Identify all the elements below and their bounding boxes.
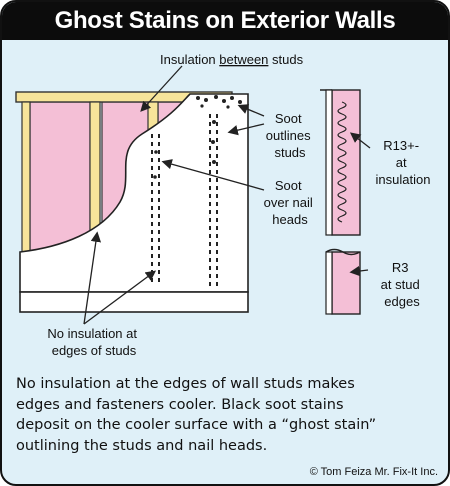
section-wavy-top <box>325 248 361 256</box>
caption-line: outlining the studs and nail heads. <box>16 437 268 454</box>
page-title: Ghost Stains on Exterior Walls <box>2 2 448 40</box>
section-sheathing-bottom <box>325 251 333 315</box>
copyright-credit: © Tom Feiza Mr. Fix-It Inc. <box>309 466 438 478</box>
caption-line: deposit on the cooler surface with a “gh… <box>16 417 377 433</box>
stud-1 <box>21 101 31 253</box>
section-stud-edge <box>331 251 361 315</box>
label-soot-nails: Soot over nail heads <box>264 178 317 227</box>
caption-line: No insulation at the edges of wall studs… <box>16 376 355 392</box>
caption-line: edges and fasteners cooler. Black soot s… <box>16 396 344 413</box>
caption: No insulation at the edges of wall studs… <box>16 374 436 456</box>
soot-stud-outline-left <box>151 134 160 286</box>
callout-arrows <box>83 65 371 325</box>
insulation-batt-1 <box>29 101 91 253</box>
nail-head-soot-spots <box>153 95 242 179</box>
label-r3: R3 at stud edges <box>381 260 424 309</box>
drywall <box>19 93 249 293</box>
bottom-plate <box>19 291 249 313</box>
label-no-insulation: No insulation at edges of studs <box>47 326 140 358</box>
label-insulation-between: Insulation between studs <box>160 52 304 67</box>
insulation-squiggle <box>337 101 347 223</box>
label-r13: R13+- at insulation <box>376 138 431 187</box>
label-soot-outlines: Soot outlines studs <box>266 111 314 160</box>
section-sheathing-top <box>325 89 333 236</box>
